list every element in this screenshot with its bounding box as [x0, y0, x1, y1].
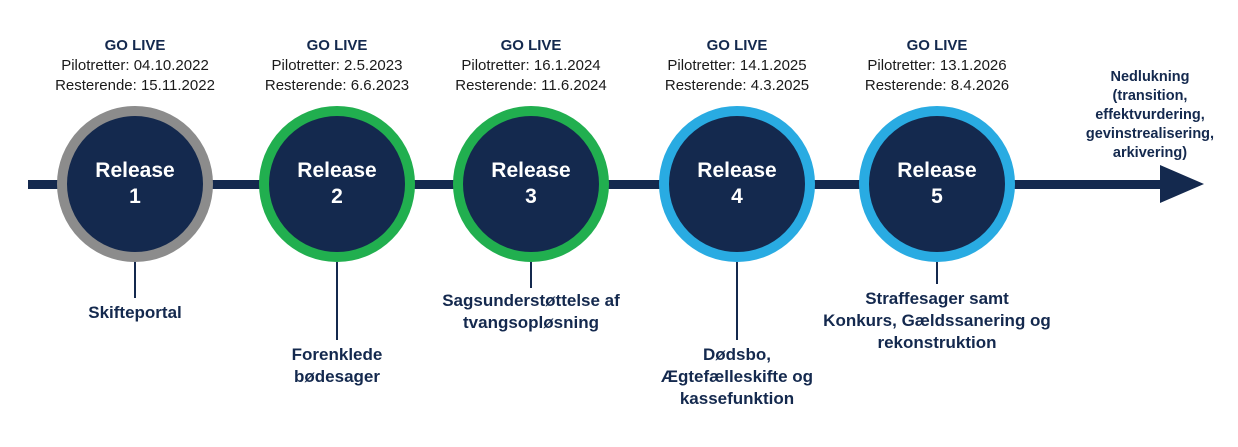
pilot-date: Pilotretter: 16.1.2024 [461, 57, 601, 74]
release-circle-text: Release 5 [897, 158, 976, 210]
shutdown-note-line: effektvurdering, [1095, 107, 1205, 123]
label-line: Dødsbo, [703, 345, 771, 364]
go-live-title: GO LIVE [906, 37, 968, 54]
shutdown-note-line: arkivering) [1112, 145, 1188, 161]
remaining-date: Resterende: 8.4.2026 [864, 77, 1010, 94]
pilot-date: Pilotretter: 04.10.2022 [61, 57, 209, 74]
release-circle-text: Release 4 [697, 158, 776, 210]
release-number: 1 [129, 185, 141, 208]
release-scope-label: Forenklede bødesager [292, 344, 383, 388]
pilot-date: Pilotretter: 14.1.2025 [667, 57, 807, 74]
connector-line [736, 262, 738, 340]
shutdown-note: Nedlukning (transition, effektvurdering,… [1086, 68, 1214, 163]
go-live-title: GO LIVE [706, 37, 768, 54]
remaining-date: Resterende: 11.6.2024 [455, 77, 607, 94]
release-circle-text: Release 1 [95, 158, 174, 210]
release-circle: Release 5 [859, 106, 1015, 262]
release-circle: Release 3 [453, 106, 609, 262]
go-live-block: GO LIVE Pilotretter: 13.1.2026 Resterend… [865, 36, 1009, 96]
shutdown-note-line: (transition, [1112, 88, 1188, 104]
release-title: Release [491, 159, 571, 182]
release-circle-text: Release 2 [297, 158, 376, 210]
label-line: Ægtefælleskifte og [660, 367, 814, 386]
go-live-block: GO LIVE Pilotretter: 14.1.2025 Resterend… [665, 36, 809, 96]
release-number: 5 [931, 185, 943, 208]
label-line: bødesager [294, 367, 380, 386]
remaining-date: Resterende: 6.6.2023 [264, 77, 410, 94]
release-title: Release [297, 159, 377, 182]
label-line: Konkurs, Gældssanering og [823, 311, 1051, 330]
label-line: tvangsopløsning [462, 313, 599, 332]
release-number: 2 [331, 185, 343, 208]
pilot-date: Pilotretter: 2.5.2023 [271, 57, 403, 74]
connector-line [936, 262, 938, 284]
release-title: Release [897, 159, 977, 182]
connector-line [134, 262, 136, 298]
go-live-block: GO LIVE Pilotretter: 16.1.2024 Resterend… [455, 36, 607, 96]
release-circle: Release 1 [57, 106, 213, 262]
label-line: Forenklede [291, 345, 383, 364]
release-number: 3 [525, 185, 537, 208]
timeline-arrowhead-icon [1160, 165, 1204, 203]
go-live-block: GO LIVE Pilotretter: 04.10.2022 Resteren… [55, 36, 215, 96]
pilot-date: Pilotretter: 13.1.2026 [867, 57, 1007, 74]
label-line: Straffesager samt [865, 289, 1009, 308]
shutdown-note-line: Nedlukning [1110, 69, 1190, 85]
label-line: Sagsunderstøttelse af [442, 291, 620, 310]
shutdown-note-line: gevinstrealisering, [1085, 126, 1215, 142]
release-circle: Release 2 [259, 106, 415, 262]
connector-line [336, 262, 338, 340]
release-number: 4 [731, 185, 743, 208]
label-line: Skifteportal [88, 303, 182, 322]
release-title: Release [697, 159, 777, 182]
release-scope-label: Skifteportal [88, 302, 182, 324]
release-circle: Release 4 [659, 106, 815, 262]
go-live-title: GO LIVE [104, 37, 166, 54]
remaining-date: Resterende: 15.11.2022 [55, 77, 215, 94]
label-line: kassefunktion [679, 389, 795, 408]
go-live-block: GO LIVE Pilotretter: 2.5.2023 Resterende… [265, 36, 409, 96]
release-scope-label: Straffesager samt Konkurs, Gældssanering… [823, 288, 1051, 354]
release-title: Release [95, 159, 175, 182]
connector-line [530, 262, 532, 288]
go-live-title: GO LIVE [306, 37, 368, 54]
release-circle-text: Release 3 [491, 158, 570, 210]
go-live-title: GO LIVE [500, 37, 562, 54]
release-scope-label: Sagsunderstøttelse af tvangsopløsning [442, 290, 620, 334]
release-scope-label: Dødsbo, Ægtefælleskifte og kassefunktion [661, 344, 813, 410]
remaining-date: Resterende: 4.3.2025 [664, 77, 810, 94]
label-line: rekonstruktion [877, 333, 997, 352]
